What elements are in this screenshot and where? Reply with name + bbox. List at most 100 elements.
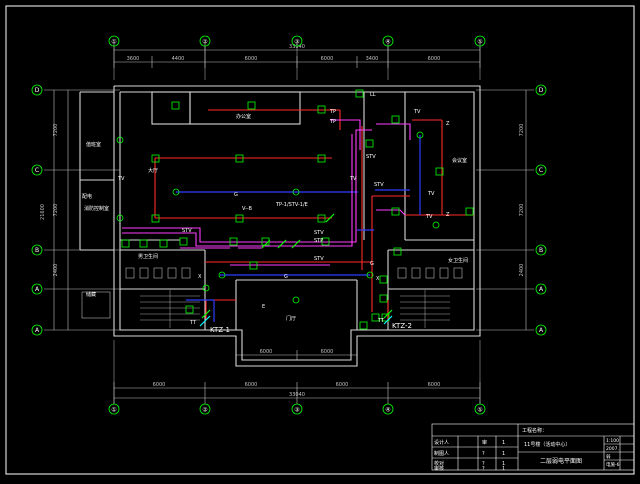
axis-label: ③	[294, 39, 299, 46]
tag-label: G	[234, 192, 238, 198]
riser-pointer	[199, 315, 211, 327]
room-label: 大厅	[148, 167, 158, 174]
axis-bubble	[535, 84, 547, 96]
axis-bubble	[31, 283, 43, 295]
room-label: 女卫生间	[448, 257, 468, 264]
title-block	[431, 423, 635, 471]
axis-label: ④	[385, 39, 390, 46]
dim-bottom-seg: 6000	[153, 382, 166, 388]
left-dimensions	[44, 89, 120, 331]
bottom-axis-bubbles: ① ② ③ ④ ⑤	[108, 340, 486, 415]
axis-bubble	[535, 244, 547, 256]
axis-bubble	[31, 164, 43, 176]
tb-cell: 制图人	[434, 450, 449, 457]
room-label: 会议室	[452, 157, 467, 164]
tag-label: X	[376, 276, 380, 282]
tag-label: Z	[446, 212, 450, 218]
dim-top-seg: 3400	[366, 56, 379, 62]
tag-label: STV	[314, 256, 324, 262]
tb-cell: 审	[482, 439, 487, 446]
axis-bubble	[535, 283, 547, 295]
axis-bubble	[31, 244, 43, 256]
tb-cell: 设计人	[434, 439, 449, 446]
tag-label: TP	[329, 119, 336, 125]
tag-label: X	[198, 274, 202, 280]
axis-label: ②	[202, 39, 208, 46]
axis-label: ①	[111, 407, 116, 414]
dim-right-seg: 2400	[519, 264, 525, 277]
tag-label: TT	[377, 318, 385, 324]
drawing-frame	[5, 5, 635, 475]
tag-label: STP	[314, 238, 323, 244]
axis-label: ①	[111, 39, 116, 46]
tag-label: STV	[182, 228, 192, 234]
dim-top-seg: 6000	[245, 56, 258, 62]
axis-bubble	[474, 403, 486, 415]
tag-label: TP-1/STV-1/E	[275, 202, 308, 208]
tb-cell: 1	[502, 466, 505, 472]
dim-left-seg: 2400	[53, 264, 59, 277]
axis-label: C	[35, 167, 39, 174]
axis-label: A	[539, 327, 544, 334]
axis-label: ③	[294, 407, 299, 414]
tag-label: STV	[314, 230, 324, 236]
tb-cell: 1	[502, 451, 505, 457]
title-drawing-name: 二层弱电平面图	[540, 457, 582, 465]
axis-bubble	[108, 35, 120, 47]
title-project-name: 11号楼（活动中心）	[524, 441, 570, 448]
tb-right: 弱	[606, 454, 611, 460]
stairs-right	[400, 290, 450, 328]
tb-cell: ?	[482, 461, 485, 467]
room-label: 办公室	[236, 113, 251, 120]
room-label: 值班室	[86, 141, 101, 148]
axis-bubble	[291, 403, 303, 415]
dim-top-seg: 6000	[428, 56, 441, 62]
tag-label: TV	[425, 214, 433, 220]
title-project-label: 工程名称：	[522, 427, 547, 434]
blue-pipes	[176, 135, 421, 322]
axis-label: ②	[202, 407, 208, 414]
riser-pointer	[383, 315, 393, 325]
axis-label: B	[539, 247, 543, 254]
room-label: 储藏	[86, 291, 96, 298]
tb-cell: 1	[502, 440, 505, 446]
dim-bottom-seg: 6000	[336, 382, 349, 388]
axis-bubble	[535, 164, 547, 176]
axis-label: A	[35, 286, 40, 293]
tag-label: LL	[370, 92, 376, 98]
tag-label: TT	[189, 320, 197, 326]
dim-top-seg: 3600	[127, 56, 140, 62]
tag-label: TV	[413, 109, 421, 115]
tb-cell: 审核	[434, 465, 444, 472]
right-dimensions	[476, 89, 534, 331]
red-pipes	[154, 109, 474, 322]
axis-bubble	[535, 324, 547, 336]
axis-label: D	[539, 87, 544, 94]
right-axis-bubbles: D C B A A	[535, 84, 547, 336]
tb-cell: 校对	[434, 460, 444, 467]
dim-top-segments: 3600 4400 6000 6000 3400 6000	[127, 56, 441, 62]
dim-right-seg: 7200	[519, 204, 525, 217]
dim-left-seg: 7200	[53, 124, 59, 137]
room-label: 消防控制室	[84, 205, 109, 212]
tag-label: TV	[427, 191, 435, 197]
dim-left-total: 21600	[40, 204, 46, 220]
axis-bubble	[474, 35, 486, 47]
dim-top-seg: 6000	[321, 56, 334, 62]
axis-bubble	[291, 35, 303, 47]
axis-bubble	[31, 84, 43, 96]
tb-cell: ?	[482, 451, 485, 457]
axis-label: ⑤	[477, 407, 482, 414]
tag-label: Z	[446, 121, 450, 127]
tag-label: STV	[374, 182, 384, 188]
room-label: 男卫生间	[138, 253, 158, 260]
axis-bubble	[31, 324, 43, 336]
tag-label: G	[370, 261, 374, 267]
room-label: 配电	[82, 193, 92, 200]
axis-label: D	[35, 87, 40, 94]
dim-bottom-seg: 6000	[428, 382, 441, 388]
building-walls	[79, 85, 481, 367]
tag-label: E	[262, 304, 265, 310]
dim-bottom-seg: 6000	[245, 382, 258, 388]
